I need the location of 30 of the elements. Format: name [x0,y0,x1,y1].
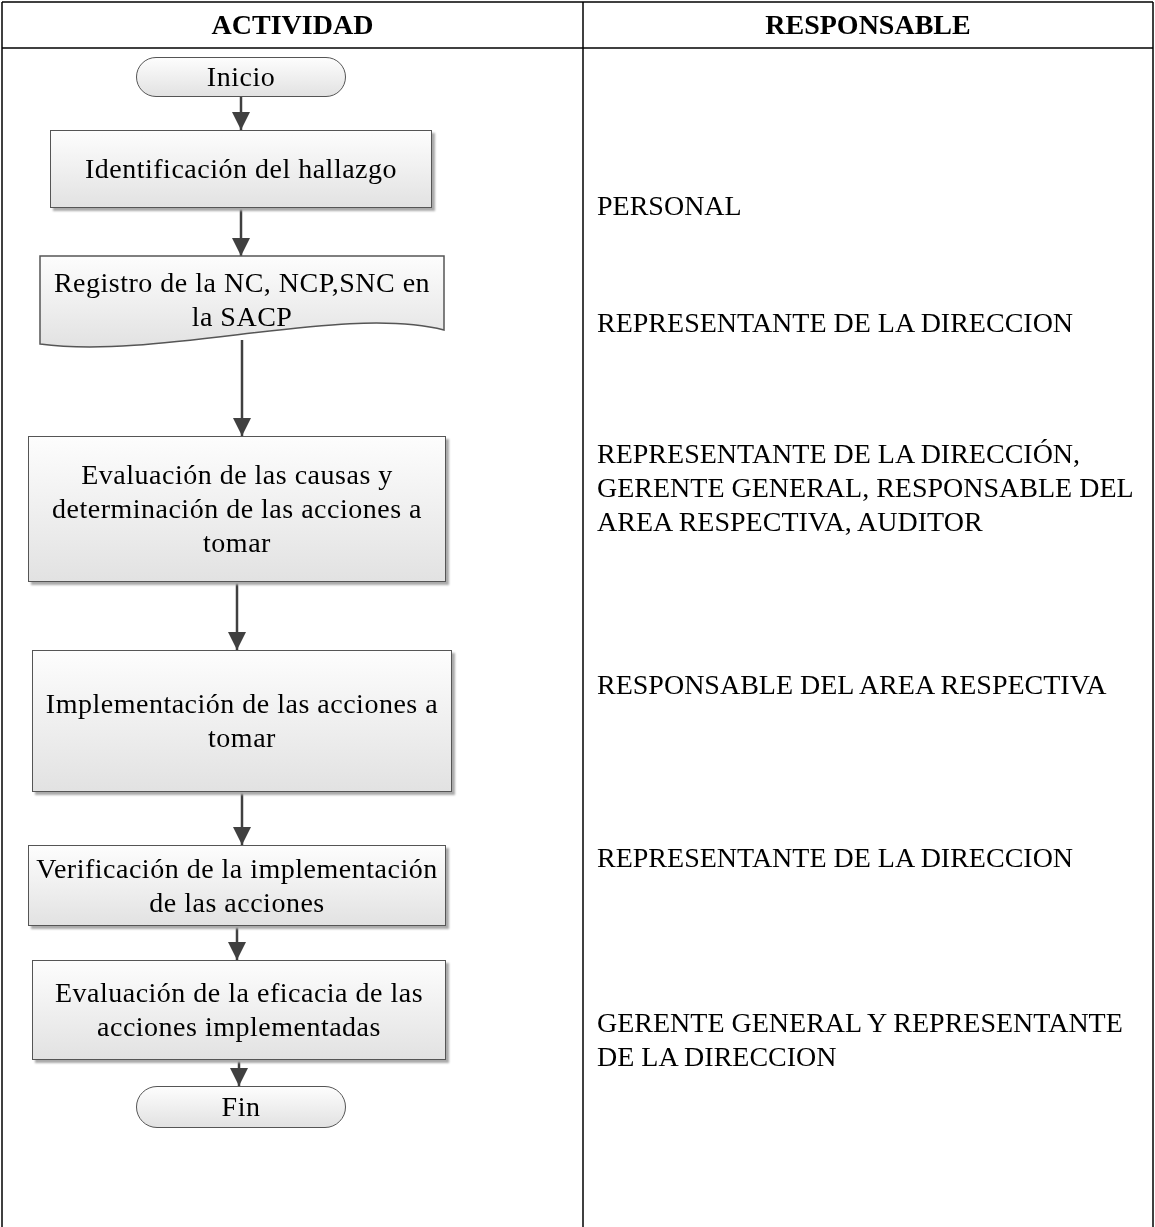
responsible-text: REPRESENTANTE DE LA DIRECCION [597,841,1075,875]
node-label: Implementación de las acciones a tomar [44,687,440,755]
node-label: Identificación del hallazgo [85,152,397,186]
node-label: Inicio [206,60,276,94]
arrow [232,208,250,256]
arrow [233,792,251,845]
process-box [28,436,446,582]
responsible-text: REPRESENTANTE DE LA DIRECCIÓN, GERENTE GENERAL, RESPONSABLE DEL AREA RESPECTIVA, AUDITOR [597,437,1134,539]
node-label: Evaluación de la eficacia de las acciones implementadas [53,976,425,1044]
node-label: Fin [221,1090,261,1124]
node-label: Evaluación de las causas y determinación de las acciones a tomar [51,458,423,560]
process-box [32,960,446,1060]
responsible-text: GERENTE GENERAL Y REPRESENTANTE DE LA DIRECCION [597,1006,1124,1074]
node-label: Registro de la NC, NCP,SNC en la SACP [52,266,432,334]
arrow [230,1060,248,1086]
process-box [28,845,446,926]
column-header: ACTIVIDAD [210,8,375,42]
terminator-shape [136,57,346,97]
responsible-text: RESPONSABLE DEL AREA RESPECTIVA [597,668,1108,702]
column-header: RESPONSABLE [764,8,972,42]
arrow [228,926,246,960]
responsible-text: PERSONAL [597,189,743,223]
responsible-text: REPRESENTANTE DE LA DIRECCION [597,306,1075,340]
arrow [232,97,250,130]
arrow [233,340,251,436]
node-label: Verificación de la implementación de las acciones [35,851,439,920]
terminator-shape [136,1086,346,1128]
arrow [228,582,246,650]
process-box [50,130,432,208]
process-box [32,650,452,792]
